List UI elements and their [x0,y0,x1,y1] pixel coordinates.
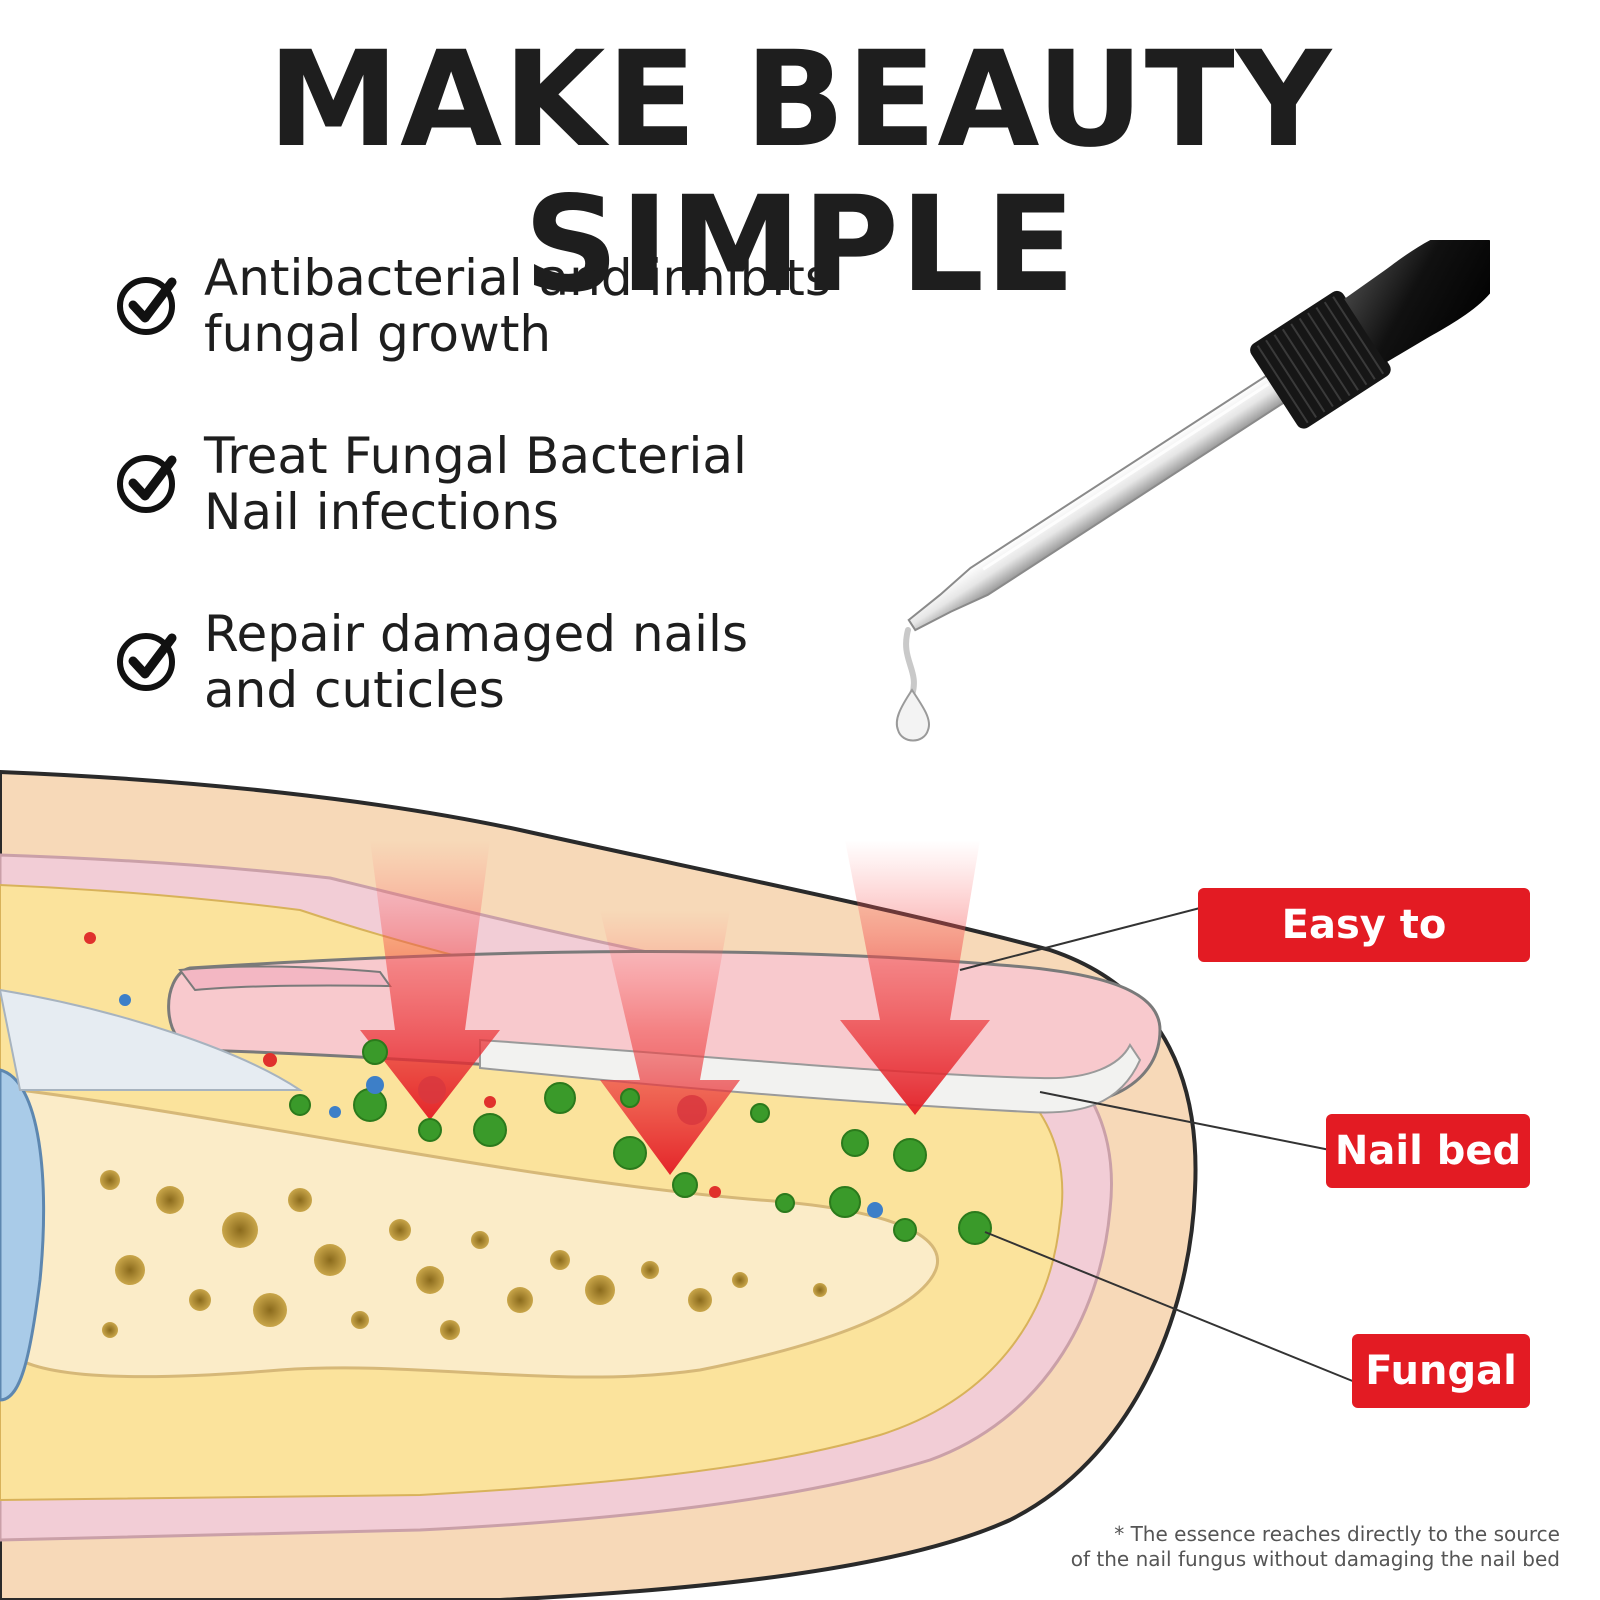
callout-nail-bed: Nail bed [1326,1114,1530,1188]
callout-fungal: Fungal [1352,1334,1530,1408]
footnote: * The essence reaches directly to the so… [920,1522,1560,1572]
check-circle-icon [117,633,177,691]
joint [0,1068,46,1402]
check-circle-icon [117,455,177,513]
bone-pores [100,1170,827,1340]
benefit-line: Repair damaged nails [204,605,748,663]
arrow-1 [360,840,500,1120]
leader-absorb [959,907,1201,971]
benefit-text: Treat Fungal Bacterial Nail infections [204,428,864,540]
arrow-3 [840,840,990,1115]
headline: MAKE BEAUTY SIMPLE [267,23,1333,323]
benefit-item: Repair damaged nails and cuticles [112,606,872,784]
oil-drop [895,688,930,742]
benefit-item: Antibacterial and inhibits fungal growth [112,250,872,428]
benefit-line: Treat Fungal Bacterial [204,427,747,485]
benefit-line: Antibacterial and inhibits [204,249,831,307]
benefit-line: and cuticles [204,661,505,719]
leader-fungal [984,1231,1356,1383]
tendon [0,988,304,1091]
dropper-illustration [895,240,1490,742]
glass-tube [907,370,1292,632]
cuticle [178,965,392,992]
dropper-cap [1250,290,1391,429]
benefit-line: Nail infections [204,483,559,541]
footnote-line: of the nail fungus without damaging the … [1070,1547,1560,1571]
check-circle-icon [117,277,177,335]
benefit-item: Treat Fungal Bacterial Nail infections [112,428,872,606]
benefit-line: fungal growth [204,305,552,363]
fungal-spores [84,932,992,1245]
nail-diagram [0,769,1356,1600]
benefit-text: Antibacterial and inhibits fungal growth [204,250,864,362]
benefits-list: Antibacterial and inhibits fungal growth… [112,250,872,784]
callout-easy-to-absorb: Easy to absorb [1198,888,1530,1022]
footnote-line: * The essence reaches directly to the so… [1114,1522,1560,1546]
dropper-bulb [1344,240,1490,363]
leader-nail-bed [1039,1091,1331,1151]
benefit-text: Repair damaged nails and cuticles [204,606,864,718]
